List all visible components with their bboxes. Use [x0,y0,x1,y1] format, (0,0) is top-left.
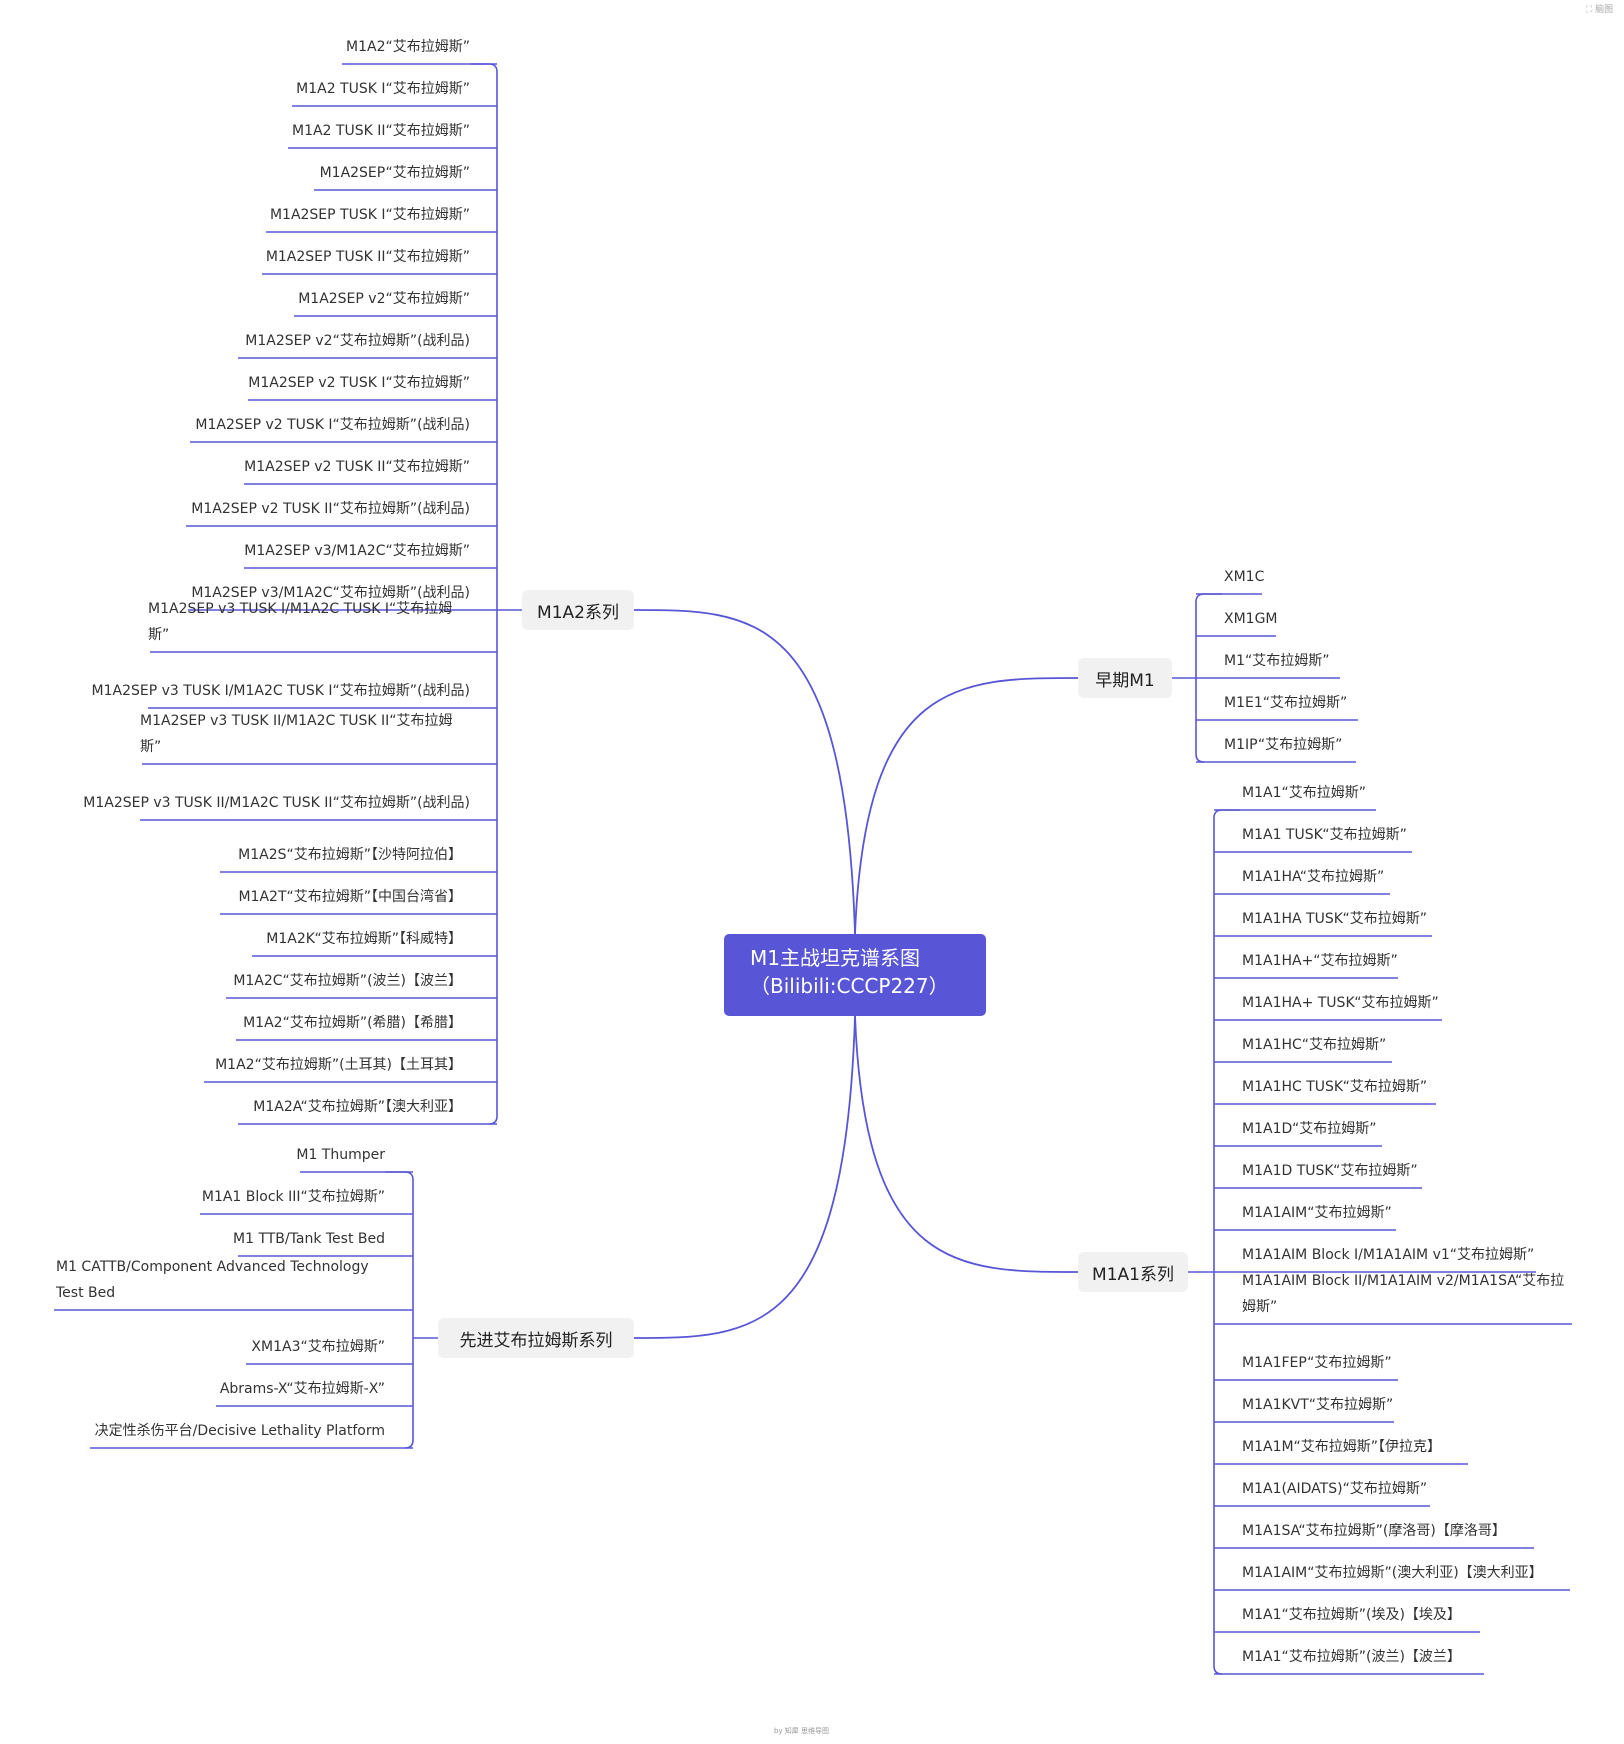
leaf-node[interactable]: M1A1“艾布拉姆斯”(埃及)【埃及】 [1242,1607,1461,1623]
connector-line [470,63,498,1125]
branch-node[interactable]: 早期M1 [1078,658,1172,698]
leaf-node[interactable]: M1A1 Block III“艾布拉姆斯” [201,1189,385,1205]
footer-credit: by 知犀 思维导图 [774,1727,830,1735]
leaf-node[interactable]: M1 Thumper [296,1147,385,1163]
leaf-node[interactable]: M1A1HA“艾布拉姆斯” [1242,869,1385,885]
leaf-node[interactable]: M1A2SEP v3 TUSK I/M1A2C TUSK I“艾布拉姆斯” [148,601,453,643]
leaf-node[interactable]: M1A1KVT“艾布拉姆斯” [1242,1397,1394,1413]
connector-line [633,1015,856,1339]
leaf-node[interactable]: M1A1HC“艾布拉姆斯” [1242,1037,1387,1053]
leaf-node[interactable]: M1“艾布拉姆斯” [1224,653,1330,669]
leaf-node[interactable]: M1E1“艾布拉姆斯” [1224,695,1348,711]
leaf-node[interactable]: M1IP“艾布拉姆斯” [1224,737,1343,753]
branch-node-label: M1A1系列 [1092,1264,1174,1285]
leaf-node[interactable]: M1A2K“艾布拉姆斯”【科威特】 [266,931,462,947]
leaf-node[interactable]: M1A2SEP v2 TUSK I“艾布拉姆斯” [248,375,470,391]
leaf-node[interactable]: M1A1AIM“艾布拉姆斯” [1242,1205,1392,1221]
branch-node-label: 先进艾布拉姆斯系列 [459,1330,613,1351]
leaf-node[interactable]: M1A1HC TUSK“艾布拉姆斯” [1242,1079,1428,1095]
leaf-node[interactable]: M1A1AIM Block II/M1A1AIM v2/M1A1SA“艾布拉姆斯… [1242,1273,1565,1315]
leaf-node[interactable]: M1A1D“艾布拉姆斯” [1242,1121,1377,1137]
leaf-node[interactable]: M1A2 TUSK I“艾布拉姆斯” [296,81,470,97]
leaf-node[interactable]: XM1GM [1224,611,1278,627]
leaf-node[interactable]: M1A2SEP v2 TUSK I“艾布拉姆斯”(战利品) [195,417,470,433]
branch-node[interactable]: M1A1系列 [1078,1252,1188,1292]
expand-icon[interactable]: ⛶ 脑图 [1586,5,1614,15]
leaf-node[interactable]: M1A2“艾布拉姆斯” [346,39,470,55]
leaf-node[interactable]: M1A2T“艾布拉姆斯”【中国台湾省】 [238,889,462,905]
leaf-node[interactable]: M1A1HA TUSK“艾布拉姆斯” [1242,911,1427,927]
connector-line [854,1015,1079,1273]
branch-node-label: M1A2系列 [537,602,619,623]
branch-node-label: 早期M1 [1095,670,1155,691]
connector-line [1213,809,1240,1675]
leaf-node[interactable]: 决定性杀伤平台/Decisive Lethality Platform [94,1423,385,1439]
leaf-node[interactable]: M1A2SEP“艾布拉姆斯” [319,165,470,181]
leaf-node[interactable]: M1A2SEP v2“艾布拉姆斯”(战利品) [245,333,470,349]
leaf-node[interactable]: M1A2“艾布拉姆斯”(希腊)【希腊】 [243,1015,462,1031]
root-node[interactable]: M1主战坦克谱系图（Bilibili:CCCP227） [724,934,986,1016]
leaf-node[interactable]: M1A1SA“艾布拉姆斯”(摩洛哥)【摩洛哥】 [1242,1523,1506,1539]
leaf-node[interactable]: M1A2SEP v3 TUSK II/M1A2C TUSK II“艾布拉姆斯” [140,713,453,755]
leaf-node[interactable]: M1A2“艾布拉姆斯”(土耳其)【土耳其】 [215,1057,462,1073]
leaf-node[interactable]: M1A2 TUSK II“艾布拉姆斯” [291,123,470,139]
branch-node[interactable]: M1A2系列 [522,590,634,630]
leaf-node[interactable]: XM1C [1224,569,1265,585]
leaf-node[interactable]: M1A2A“艾布拉姆斯”【澳大利亚】 [253,1099,462,1115]
connector-line [854,677,1079,935]
leaf-node[interactable]: M1A2S“艾布拉姆斯”【沙特阿拉伯】 [238,847,462,863]
leaf-node[interactable]: M1A1“艾布拉姆斯”(波兰)【波兰】 [1242,1649,1461,1665]
leaf-node[interactable]: M1 CATTB/Component Advanced Technology T… [56,1259,369,1301]
leaf-node[interactable]: M1A1HA+“艾布拉姆斯” [1242,953,1398,969]
root-node-label: M1主战坦克谱系图（Bilibili:CCCP227） [750,946,949,998]
leaf-node[interactable]: M1A1D TUSK“艾布拉姆斯” [1242,1163,1418,1179]
leaf-node[interactable]: M1A2SEP v3/M1A2C“艾布拉姆斯” [244,543,470,559]
leaf-node[interactable]: M1A1M“艾布拉姆斯”【伊拉克】 [1242,1439,1442,1455]
leaf-node[interactable]: M1A2SEP v3 TUSK II/M1A2C TUSK II“艾布拉姆斯”(… [83,795,470,811]
leaf-node[interactable]: M1A2SEP v3 TUSK I/M1A2C TUSK I“艾布拉姆斯”(战利… [91,683,470,699]
leaf-node[interactable]: M1A1FEP“艾布拉姆斯” [1242,1355,1392,1371]
leaf-node[interactable]: Abrams-X“艾布拉姆斯-X” [219,1381,385,1397]
leaf-node[interactable]: M1A2SEP v3/M1A2C“艾布拉姆斯”(战利品) [191,585,470,601]
leaf-node[interactable]: M1A2SEP TUSK II“艾布拉姆斯” [265,249,470,265]
leaf-node[interactable]: M1A1AIM“艾布拉姆斯”(澳大利亚)【澳大利亚】 [1242,1565,1543,1581]
leaf-node[interactable]: M1A2SEP v2 TUSK II“艾布拉姆斯” [244,459,470,475]
connector-line [633,609,856,935]
leaf-node[interactable]: M1A1AIM Block I/M1A1AIM v1“艾布拉姆斯” [1242,1247,1535,1263]
leaf-node[interactable]: M1A1HA+ TUSK“艾布拉姆斯” [1242,995,1439,1011]
leaf-node[interactable]: M1A2SEP v2 TUSK II“艾布拉姆斯”(战利品) [191,501,470,517]
leaf-node[interactable]: M1 TTB/Tank Test Bed [233,1231,385,1247]
leaf-node[interactable]: M1A1“艾布拉姆斯” [1242,785,1366,801]
corner-label: 脑图 [1595,5,1614,15]
leaf-node[interactable]: M1A2C“艾布拉姆斯”(波兰)【波兰】 [233,973,462,989]
leaf-node[interactable]: M1A1 TUSK“艾布拉姆斯” [1242,827,1407,843]
leaf-node[interactable]: M1A2SEP v2“艾布拉姆斯” [298,291,470,307]
leaf-node[interactable]: M1A2SEP TUSK I“艾布拉姆斯” [269,207,470,223]
branch-node[interactable]: 先进艾布拉姆斯系列 [438,1318,634,1358]
leaf-node[interactable]: M1A1(AIDATS)“艾布拉姆斯” [1242,1481,1428,1497]
leaf-node[interactable]: XM1A3“艾布拉姆斯” [251,1339,385,1355]
